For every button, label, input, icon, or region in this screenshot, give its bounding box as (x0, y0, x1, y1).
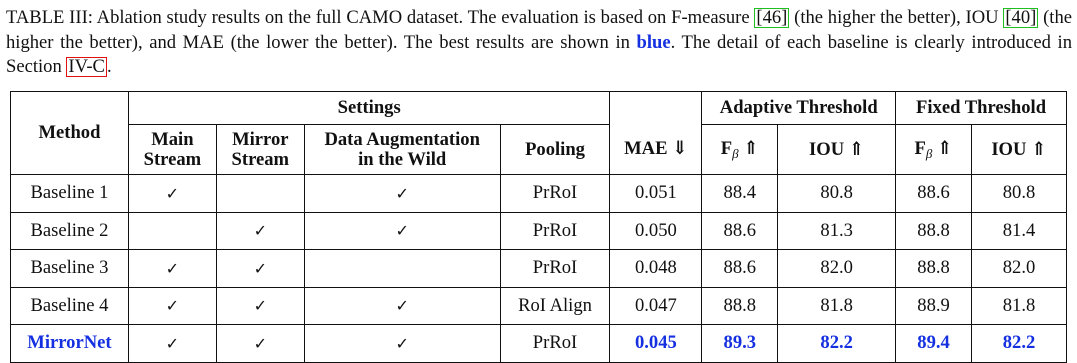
caption-text-5: . (106, 56, 112, 77)
header-row-1: Method Settings Adaptive Threshold Fixed… (10, 91, 1067, 175)
main-stream-cell: ✓ (128, 324, 217, 362)
mirror-stream-cell: ✓ (216, 249, 305, 288)
fixed-iou-cell: 81.4 (971, 212, 1067, 250)
method-cell: MirrorNet (10, 324, 129, 362)
fixed-iou-cell: 82.2 (971, 324, 1067, 362)
caption-blue-word: blue (636, 31, 671, 53)
mae-cell: 0.047 (609, 287, 703, 325)
caption-text-4: . The detail of each baseline is clearly… (6, 31, 1072, 78)
table-row: Baseline 1 ✓ ✓ PrRoI 0.051 88.4 80.8 88.… (10, 174, 1067, 213)
mae-header: MAE ⇓ (609, 124, 703, 175)
augmentation-cell: ✓ (304, 324, 501, 362)
pooling-cell: PrRoI (500, 324, 611, 362)
adaptive-fbeta-header: Fβ ⇑ (701, 124, 779, 175)
main-stream-cell (128, 212, 217, 250)
pooling-cell: RoI Align (500, 287, 611, 325)
fixed-iou-cell: 80.8 (971, 174, 1067, 213)
adaptive-fbeta-cell: 88.6 (701, 212, 779, 250)
fixed-iou-cell: 82.0 (971, 249, 1067, 288)
table-row: Baseline 2 ✓ ✓ PrRoI 0.050 88.6 81.3 88.… (10, 212, 1067, 250)
mirror-stream-cell: ✓ (216, 287, 305, 325)
adaptive-fbeta-cell: 89.3 (701, 324, 779, 362)
caption-text-3: (the higher the better), and MAE (the lo… (6, 7, 1072, 53)
fixed-fbeta-cell: 88.8 (895, 249, 972, 288)
mae-cell: 0.050 (609, 212, 703, 250)
mae-cell: 0.051 (609, 174, 703, 213)
pooling-header: Pooling (500, 124, 611, 175)
fixed-threshold-header: Fixed Threshold (895, 91, 1067, 125)
fixed-fbeta-cell: 88.8 (895, 212, 972, 250)
citation-link-46[interactable]: [46] (754, 7, 790, 28)
method-header: Method (10, 91, 129, 175)
method-cell: Baseline 1 (10, 174, 129, 213)
adaptive-fbeta-cell: 88.8 (701, 287, 779, 325)
fixed-fbeta-cell: 88.9 (895, 287, 972, 325)
adaptive-iou-cell: 82.2 (777, 324, 897, 362)
main-stream-cell: ✓ (128, 287, 217, 325)
adaptive-iou-cell: 82.0 (777, 249, 897, 288)
mae-cell: 0.045 (609, 324, 703, 362)
adaptive-fbeta-cell: 88.6 (701, 249, 779, 288)
adaptive-iou-cell: 81.3 (777, 212, 897, 250)
augmentation-cell: ✓ (304, 287, 501, 325)
adaptive-fbeta-cell: 88.4 (701, 174, 779, 213)
pooling-cell: PrRoI (500, 174, 611, 213)
caption-text-2: (the higher the better), IOU (789, 7, 1004, 28)
augmentation-cell (304, 249, 501, 288)
fixed-iou-header: IOU ⇑ (971, 124, 1067, 175)
mirror-stream-cell: ✓ (216, 324, 305, 362)
blank-header (609, 91, 703, 125)
method-cell: Baseline 4 (10, 287, 129, 325)
fixed-fbeta-cell: 88.6 (895, 174, 972, 213)
fixed-iou-cell: 81.8 (971, 287, 1067, 325)
method-cell: Baseline 3 (10, 249, 129, 288)
main-stream-cell: ✓ (128, 174, 217, 213)
fixed-fbeta-cell: 89.4 (895, 324, 972, 362)
mirror-stream-cell: ✓ (216, 212, 305, 250)
table-row: Baseline 4 ✓ ✓ ✓ RoI Align 0.047 88.8 81… (10, 287, 1067, 325)
mirror-stream-cell (216, 174, 305, 213)
augmentation-cell: ✓ (304, 174, 501, 213)
caption-text-1: TABLE III: Ablation study results on the… (6, 7, 755, 28)
ablation-table: Method Settings Adaptive Threshold Fixed… (10, 91, 1067, 363)
table-row-best: MirrorNet ✓ ✓ ✓ PrRoI 0.045 89.3 82.2 89… (10, 324, 1067, 362)
citation-link-40[interactable]: [40] (1003, 7, 1039, 28)
table-row: Baseline 3 ✓ ✓ PrRoI 0.048 88.6 82.0 88.… (10, 249, 1067, 288)
augmentation-cell: ✓ (304, 212, 501, 250)
method-cell: Baseline 2 (10, 212, 129, 250)
section-link[interactable]: IV-C (66, 56, 107, 77)
adaptive-iou-cell: 81.8 (777, 287, 897, 325)
main-stream-cell: ✓ (128, 249, 217, 288)
adaptive-threshold-header: Adaptive Threshold (701, 91, 897, 125)
mae-cell: 0.048 (609, 249, 703, 288)
adaptive-iou-header: IOU ⇑ (777, 124, 897, 175)
pooling-cell: PrRoI (500, 249, 611, 288)
adaptive-iou-cell: 80.8 (777, 174, 897, 213)
table-caption: TABLE III: Ablation study results on the… (6, 6, 1072, 80)
pooling-cell: PrRoI (500, 212, 611, 250)
fixed-fbeta-header: Fβ ⇑ (895, 124, 972, 175)
settings-header: Settings (128, 91, 610, 125)
